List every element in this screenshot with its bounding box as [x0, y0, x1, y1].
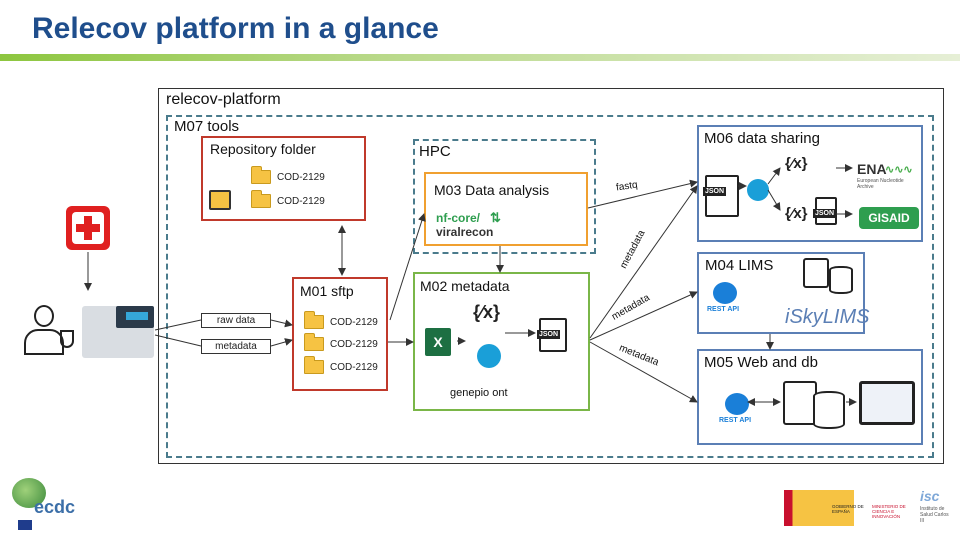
repository-folder-box: Repository folder COD-2129 COD-2129 [201, 136, 366, 221]
iskylims-logo: iSkyLIMS [785, 306, 870, 328]
m05-label: M05 Web and db [704, 354, 818, 371]
gisaid-logo: GISAID [859, 207, 919, 229]
m01-box: M01 sftp COD-2129 COD-2129 COD-2129 [292, 277, 388, 391]
file-name: COD-2129 [330, 316, 378, 328]
platform-frame [158, 88, 944, 464]
folder-icon [251, 190, 271, 208]
hospital-icon [66, 206, 110, 250]
folder-icon [304, 311, 324, 329]
json-file-icon: JSON [537, 318, 567, 352]
m06-box: M06 data sharing JSON {⁄x} JSON {⁄x} JSO… [697, 125, 923, 299]
ecdc-logo: ecdc [34, 497, 76, 517]
m05-box: M05 Web and db REST API [697, 349, 923, 445]
rest-api-label: REST API [707, 306, 740, 313]
folder-icon [251, 166, 271, 184]
metadata-tag: metadata [201, 339, 271, 354]
hpc-label: HPC [419, 143, 451, 160]
page-title: Relecov platform in a glance [32, 12, 439, 45]
json-file-icon: JSON [813, 197, 837, 225]
platform-label: relecov-platform [166, 91, 281, 108]
database-icon [829, 266, 853, 294]
database-icon [813, 391, 845, 429]
title-underline [0, 54, 960, 61]
tools-frame [166, 115, 934, 458]
genepio-label: genepio ont [450, 387, 508, 399]
file-name: COD-2129 [277, 195, 325, 207]
rest-api-label: REST API [719, 417, 752, 424]
nfcore-arrow-icon: ⇅ [490, 210, 501, 225]
ena-logo: ENA [857, 161, 887, 177]
list-item[interactable]: COD-2129 [304, 333, 378, 351]
excel-icon: X [425, 328, 451, 356]
list-item[interactable]: COD-2129 [251, 166, 325, 184]
nfcore-logo: nf-core/ [436, 211, 481, 225]
gov-label: GOBIERNO DE ESPAÑA [832, 504, 864, 514]
m03-label: M03 Data analysis [434, 182, 550, 198]
m06-label: M06 data sharing [704, 130, 820, 147]
list-item[interactable]: COD-2129 [304, 356, 378, 374]
sequencer-icon [82, 306, 154, 358]
list-item[interactable]: COD-2129 [304, 311, 378, 329]
repository-label: Repository folder [210, 141, 316, 157]
isciii-logo-icon: isc [920, 488, 940, 504]
m01-label: M01 sftp [300, 283, 354, 299]
isciii-label: Instituto de Salud Carlos III [920, 506, 949, 524]
open-folder-icon [209, 190, 231, 210]
m02-box: M02 metadata {⁄x} X JSON genepio ont [413, 272, 590, 411]
eu-flag-icon [18, 520, 32, 530]
file-name: COD-2129 [330, 361, 378, 373]
folder-icon [304, 356, 324, 374]
ena-subtitle: European Nucleotide Archive [857, 178, 904, 190]
curly-braces-icon: {⁄x} [785, 155, 808, 172]
rest-api-icon [713, 282, 737, 304]
m04-label: M04 LIMS [705, 257, 774, 274]
raw-data-tag: raw data [201, 313, 271, 328]
folder-icon [304, 333, 324, 351]
m03-box: M03 Data analysis nf-core/ ⇅ viralrecon [424, 172, 588, 246]
m04-box: M04 LIMS REST API iSkyLIMS [697, 252, 869, 334]
ontology-icon [747, 179, 769, 201]
json-file-icon: JSON [703, 175, 739, 217]
curly-braces-icon: {⁄x} [473, 302, 501, 322]
spain-gov-logo [784, 490, 854, 526]
tools-label: M07 tools [174, 118, 240, 135]
viralrecon-logo: viralrecon [436, 225, 494, 239]
ontology-icon [477, 344, 501, 368]
ecdc-globe-icon [12, 478, 46, 508]
ministry-label: MINISTERIO DE CIENCIA E INNOVACIÓN [872, 504, 906, 519]
server-icon [803, 258, 829, 288]
flask-icon [60, 330, 74, 348]
file-name: COD-2129 [277, 171, 325, 183]
curly-braces-icon: {⁄x} [785, 205, 808, 222]
list-item[interactable]: COD-2129 [251, 190, 325, 208]
rest-api-icon [725, 393, 749, 415]
m02-label: M02 metadata [420, 278, 510, 294]
ena-wave-icon: ∿∿∿ [885, 164, 913, 176]
file-name: COD-2129 [330, 338, 378, 350]
dashboard-icon [859, 381, 915, 425]
hpc-frame [413, 139, 596, 254]
